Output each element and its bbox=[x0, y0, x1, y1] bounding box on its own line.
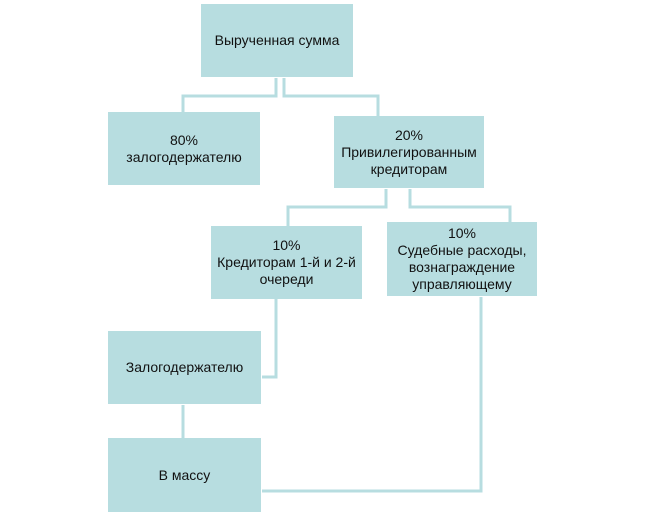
node-pledgee: Залогодержателю bbox=[108, 331, 261, 404]
node-court-costs-10-percent: 10% Судебные расходы, вознаграждение упр… bbox=[387, 222, 537, 296]
node-court-costs-10-percent-label: 10% Судебные расходы, вознаграждение упр… bbox=[397, 225, 527, 292]
node-pledgee-label: Залогодержателю bbox=[125, 359, 244, 375]
node-pledgee-80-percent: 80% залогодержателю bbox=[108, 112, 260, 185]
node-creditors-1-2-queue-10-percent: 10% Кредиторам 1-й и 2-й очереди bbox=[211, 226, 362, 299]
node-privileged-creditors-20-percent: 20% Привилегированным кредиторам bbox=[334, 116, 484, 188]
edge-revenue-to-pledgee80 bbox=[181, 78, 278, 112]
node-mass-label: В массу bbox=[158, 466, 211, 483]
node-revenue-label: Вырученная сумма bbox=[214, 32, 340, 48]
node-revenue: Вырученная сумма bbox=[201, 4, 353, 77]
edge-cred10-to-pledgee bbox=[262, 299, 278, 379]
node-pledgee-80-percent-label: 80% залогодержателю bbox=[126, 131, 242, 165]
node-mass: В массу bbox=[108, 438, 261, 512]
node-creditors-1-2-queue-10-percent-label: 10% Кредиторам 1-й и 2-й очереди bbox=[217, 237, 356, 287]
edge-priv20-to-court10 bbox=[408, 189, 512, 222]
edge-priv20-to-cred10 bbox=[286, 189, 388, 226]
edge-court10-to-mass bbox=[262, 297, 483, 493]
node-privileged-creditors-20-percent-label: 20% Привилегированным кредиторам bbox=[341, 126, 477, 177]
edge-revenue-to-priv20 bbox=[282, 78, 380, 116]
